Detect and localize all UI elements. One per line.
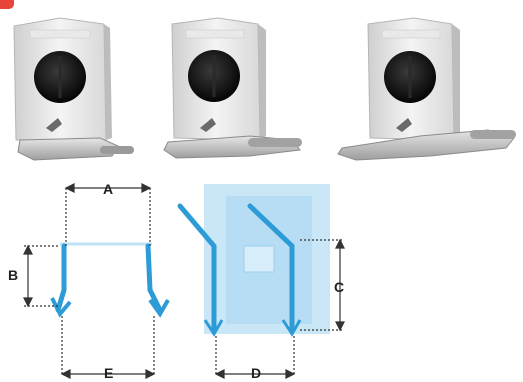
dimension-label-e: E: [104, 365, 114, 381]
dimension-label-c: C: [334, 279, 345, 295]
dimension-label-b: B: [8, 267, 19, 283]
dimension-label-d: D: [251, 365, 262, 381]
dimension-lines: [23, 183, 345, 379]
hook-pair-front-view: [50, 242, 170, 318]
floor-stand-product-1: [13, 17, 134, 161]
dimension-label-a: A: [103, 181, 114, 197]
floor-stand-product-2: [163, 17, 302, 159]
accent-corner-mark: [0, 0, 14, 9]
hook-pair-side-view: [177, 184, 330, 337]
floor-stand-product-3: [337, 17, 516, 161]
